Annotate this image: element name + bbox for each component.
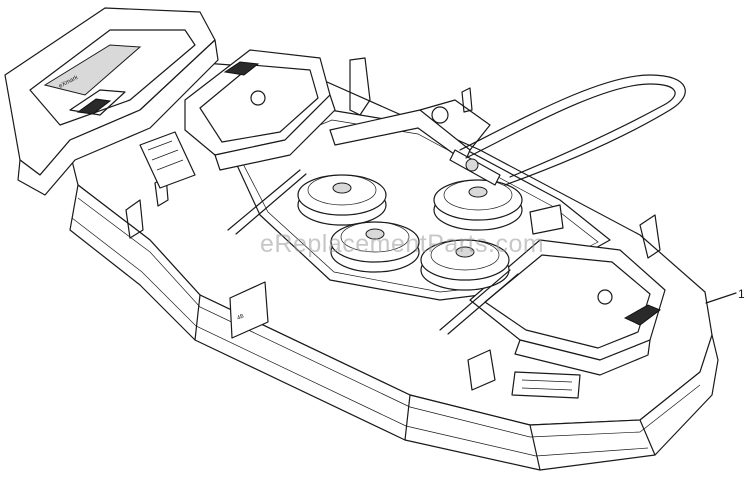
watermark-text: eReplacementParts.com [260,230,544,258]
cover-knob-right [597,289,613,305]
pulley-bottom-right [420,239,510,291]
drive-belt [459,74,686,186]
left-shield: eXmark [4,7,219,196]
idler-arm [329,57,501,186]
pulley-top-left [297,174,387,226]
right-spindle-cover [469,239,666,376]
cover-knob [250,90,266,106]
warning-decals: 48 [139,131,581,399]
left-spindle-cover [184,49,336,171]
pulley-bottom-left [330,221,420,273]
deck-size-label: 48 [236,313,245,321]
pulleys [297,174,523,291]
callout-leader-line [705,292,737,304]
callout-number: 1 [738,287,745,301]
pulley-top-right [433,179,523,231]
